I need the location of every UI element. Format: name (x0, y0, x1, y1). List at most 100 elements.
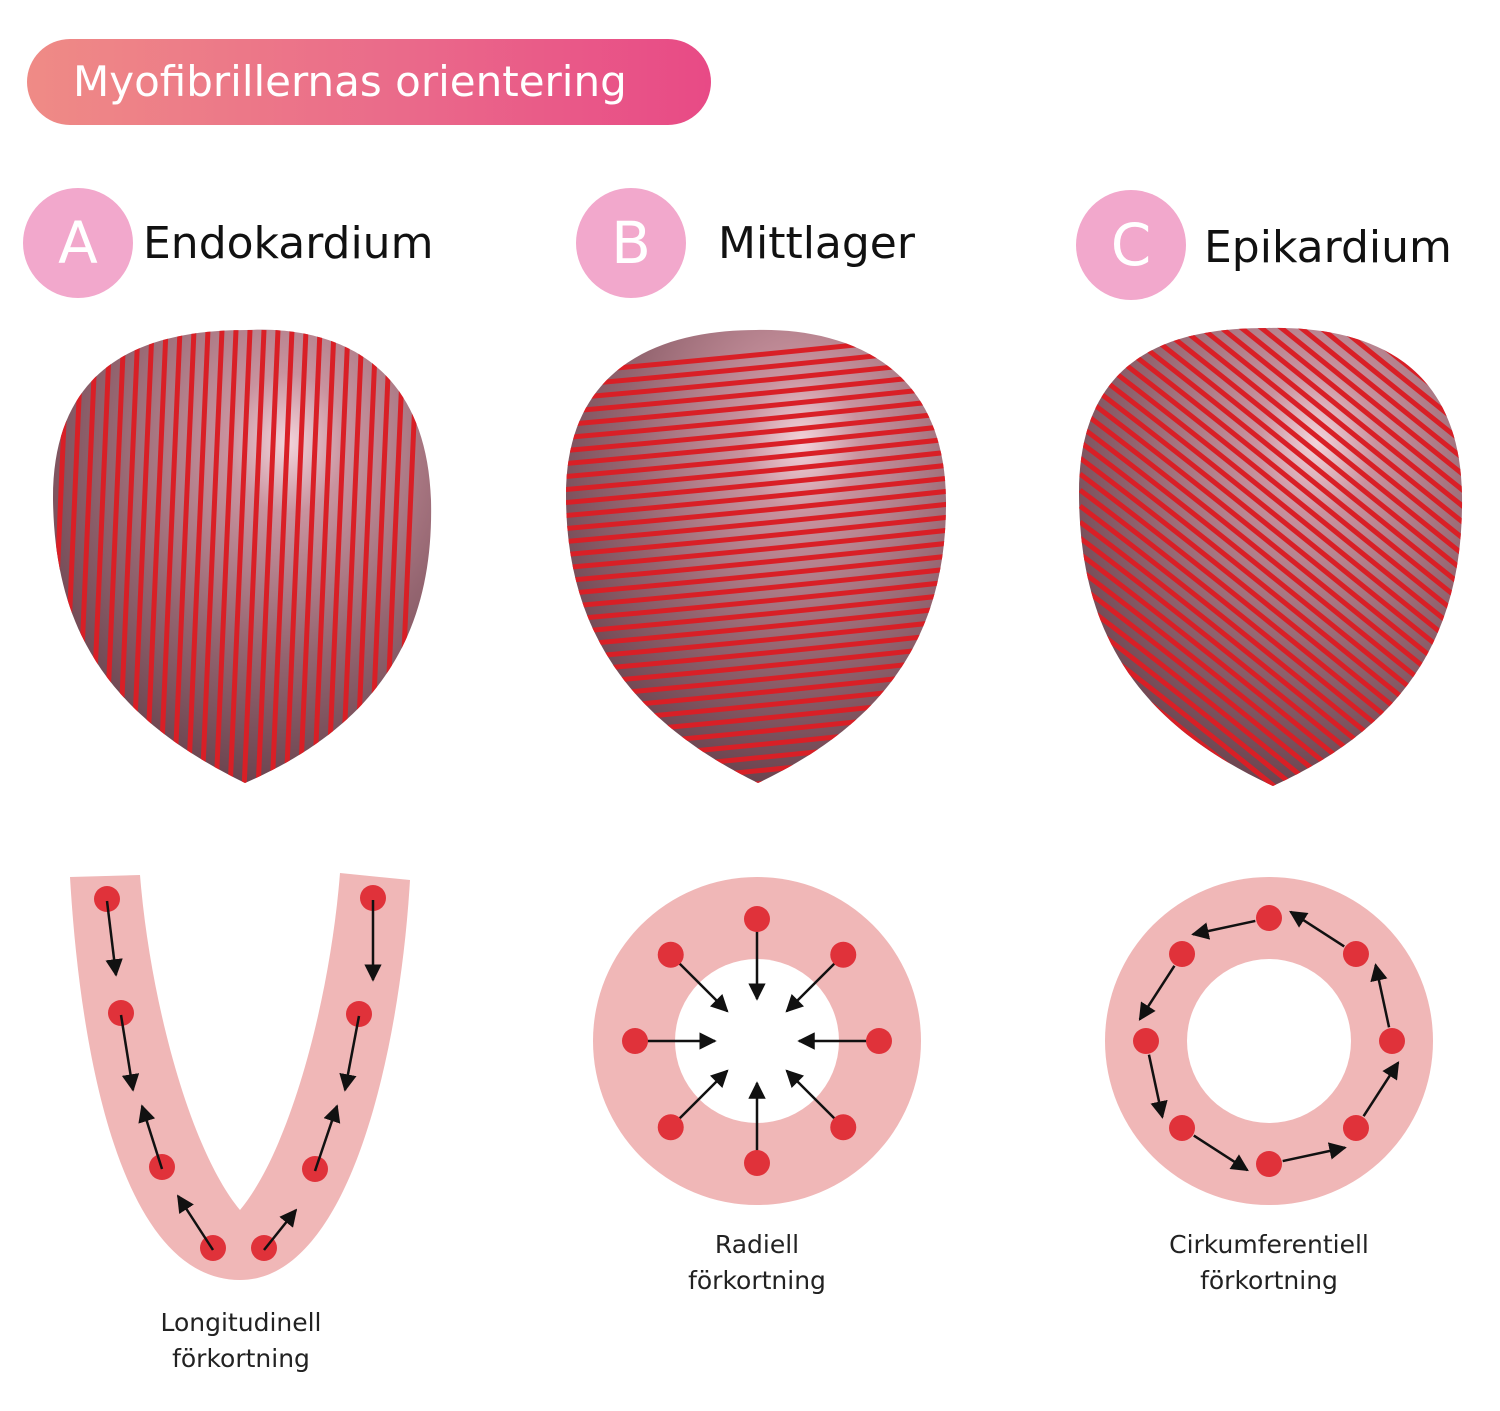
arrow (669, 953, 729, 1013)
fiber-line (1078, 327, 1463, 450)
fiber-line (566, 501, 947, 545)
fiber-line (566, 436, 947, 480)
dot (1379, 1028, 1405, 1054)
caption-circumferential: Cirkumferentiell förkortning (1119, 1227, 1419, 1299)
dot (744, 1150, 770, 1176)
arrow (1282, 1142, 1347, 1163)
badge-b: B (576, 188, 686, 298)
u-tissue (70, 873, 410, 1280)
dot (108, 1000, 134, 1026)
dot (94, 886, 120, 912)
arrow (1191, 919, 1256, 940)
heart-middle-layer (566, 329, 947, 783)
fiber-line (1078, 327, 1463, 546)
dot (866, 1028, 892, 1054)
fiber-line (199, 329, 225, 783)
fiber-line (1078, 568, 1463, 786)
arrow (669, 1069, 729, 1129)
dot (1342, 941, 1369, 968)
panel-title-epikardium: Epikardium (1204, 222, 1452, 273)
arrow (176, 1194, 215, 1251)
arrow (1370, 963, 1391, 1028)
heart-b-shape (566, 329, 947, 783)
dot (1169, 1114, 1196, 1141)
fiber-line (1078, 408, 1463, 722)
fiber-line (566, 605, 947, 649)
fiber-line (1078, 584, 1463, 786)
dot (346, 1001, 372, 1027)
radial-diagram (593, 877, 921, 1205)
fiber-line (241, 329, 267, 783)
arrow (313, 1104, 341, 1172)
caption-radial: Radiell förkortning (607, 1227, 907, 1299)
fiber-line (566, 449, 947, 493)
fiber-line (1078, 327, 1463, 578)
fiber-line (185, 329, 211, 783)
heart-endocardium (52, 329, 432, 783)
fiber-line (566, 579, 947, 623)
fiber-line (325, 329, 351, 783)
fiber-line (171, 329, 197, 783)
fiber-line (566, 631, 947, 675)
arrow (1147, 1054, 1168, 1119)
arrow (1193, 1134, 1249, 1172)
arrow (785, 953, 845, 1013)
arrow (1138, 965, 1176, 1021)
fiber-line (1078, 616, 1463, 786)
badge-c: C (1076, 190, 1186, 300)
fiber-line (566, 371, 947, 415)
fiber-line (566, 592, 947, 636)
fiber-line (566, 566, 947, 610)
dot (622, 1028, 648, 1054)
fiber-line (1078, 327, 1463, 434)
caption-circumferential-line1: Cirkumferentiell (1169, 1230, 1369, 1259)
circumferential-diagram (1105, 877, 1433, 1205)
dot (1256, 905, 1282, 931)
caption-longitudinal: Longitudinell förkortning (91, 1305, 391, 1377)
fiber-line (269, 329, 295, 783)
u-arrows (105, 900, 382, 1251)
arrow (339, 1015, 361, 1092)
fiber-line (566, 514, 947, 558)
dot (1133, 1028, 1159, 1054)
fiber-line (566, 384, 947, 428)
arrow (119, 1014, 140, 1092)
longitudinal-diagram (70, 873, 410, 1280)
fiber-line (1078, 328, 1463, 642)
fiber-line (566, 475, 947, 519)
fiber-line (566, 397, 947, 441)
fiber-line (297, 329, 323, 783)
panel-title-endokardium: Endokardium (143, 218, 434, 269)
fiber-line (1078, 552, 1463, 786)
dot (657, 1114, 684, 1141)
arrow (105, 900, 123, 977)
dot (1256, 1151, 1282, 1177)
fiber-line (227, 329, 253, 783)
caption-longitudinal-line2: förkortning (172, 1344, 310, 1373)
fiber-line (213, 329, 239, 783)
badge-a: A (23, 188, 133, 298)
dot (744, 906, 770, 932)
fiber-line (566, 618, 947, 662)
fiber-line (1078, 632, 1463, 786)
fiber-line (283, 329, 309, 783)
arrow (1362, 1061, 1400, 1117)
panel-title-mittlager: Mittlager (718, 218, 915, 269)
fiber-line (1078, 536, 1463, 786)
arrow (263, 1208, 298, 1251)
caption-circumferential-line2: förkortning (1200, 1266, 1338, 1295)
fiber-line (1078, 600, 1463, 786)
fiber-line (1078, 327, 1463, 514)
circumferential-dots-arrows (1133, 905, 1405, 1177)
dot (1169, 941, 1196, 968)
ring-hole (1187, 959, 1351, 1123)
dot (830, 941, 857, 968)
fiber-line (566, 462, 947, 506)
fiber-line (1078, 327, 1463, 530)
fiber-line (566, 553, 947, 597)
fiber-line (1078, 344, 1463, 658)
arrow (138, 1104, 164, 1170)
arrow (785, 1069, 845, 1129)
caption-longitudinal-line1: Longitudinell (160, 1308, 322, 1337)
fiber-line (157, 329, 183, 783)
